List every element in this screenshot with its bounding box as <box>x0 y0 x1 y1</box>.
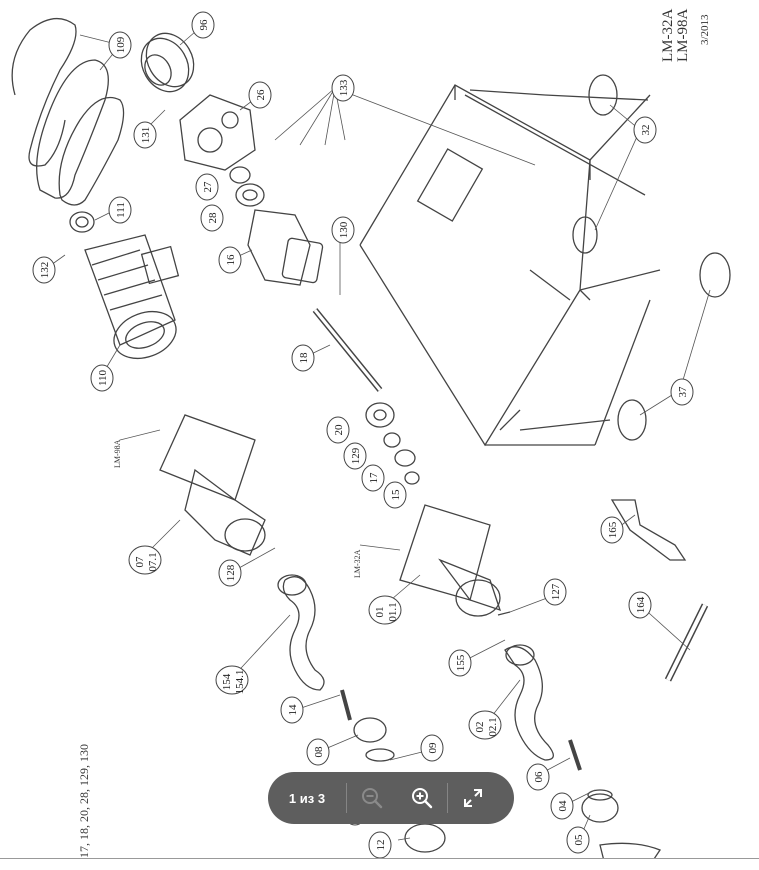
callout: 32 <box>640 125 652 136</box>
callout: 12 <box>375 840 387 851</box>
callout: 154.1 <box>234 670 246 695</box>
callout: 154 <box>221 673 233 690</box>
callout: 111 <box>115 202 127 218</box>
model-code: LM-98A <box>675 8 691 62</box>
callout: 165 <box>607 521 619 538</box>
callout: 131 <box>140 127 152 144</box>
toolbar-divider <box>346 783 347 813</box>
housing-label: LM-32A <box>353 549 362 578</box>
callout: 96 <box>198 19 210 31</box>
callout: 27 <box>202 181 214 193</box>
callout: 17 <box>368 472 380 484</box>
callout: 129 <box>350 447 362 464</box>
date-code: 3/2013 <box>699 14 711 45</box>
callout: 128 <box>225 564 237 581</box>
callout: 127 <box>550 583 562 600</box>
callout: 109 <box>115 36 127 53</box>
callout: 14 <box>287 704 299 716</box>
callout: 110 <box>97 369 109 386</box>
zoom-in-icon <box>412 788 433 809</box>
callout: 01 <box>374 607 386 618</box>
motor <box>84 234 176 346</box>
callout: 02 <box>474 722 486 733</box>
fullscreen-button[interactable] <box>448 772 498 824</box>
callout: 09 <box>427 742 439 754</box>
callout: 28 <box>207 212 219 224</box>
v-belt <box>11 18 77 167</box>
callout: 155 <box>455 654 467 671</box>
callout: 20 <box>333 424 345 436</box>
fullscreen-icon <box>464 789 482 807</box>
callout: 02.1 <box>487 717 499 736</box>
pulley <box>140 37 190 93</box>
callout: 26 <box>255 89 267 101</box>
callout: 06 <box>533 771 545 783</box>
zoom-out-icon <box>362 788 383 809</box>
page-indicator: 1 из 3 <box>288 790 326 806</box>
v-belt <box>36 59 109 199</box>
v-belt <box>58 96 125 206</box>
callout: 07 <box>134 556 146 568</box>
toolbar-divider <box>447 783 448 813</box>
footer-note: 17, 18, 20, 28, 129, 130 <box>77 744 91 858</box>
callout: 37 <box>677 386 689 398</box>
gearbox <box>179 94 256 171</box>
housing-label: LM-98A <box>113 439 122 468</box>
callout: 16 <box>225 254 237 266</box>
zoom-in-button[interactable] <box>397 772 447 824</box>
callout: 18 <box>298 352 310 364</box>
callout: 133 <box>338 79 350 96</box>
table-frame <box>359 84 591 447</box>
callout: 01.1 <box>387 602 399 621</box>
callout: 07.1 <box>147 552 159 571</box>
callout: 08 <box>313 746 325 758</box>
callout: 132 <box>39 262 51 279</box>
page-edge <box>0 858 759 866</box>
callout: 05 <box>573 834 585 846</box>
callout: 15 <box>390 489 402 501</box>
callout: 164 <box>635 596 647 613</box>
pdf-viewer-toolbar: 1 из 3 <box>268 772 514 824</box>
callout: 130 <box>338 221 350 238</box>
zoom-out-button[interactable] <box>347 772 397 824</box>
callout: 04 <box>557 800 569 812</box>
